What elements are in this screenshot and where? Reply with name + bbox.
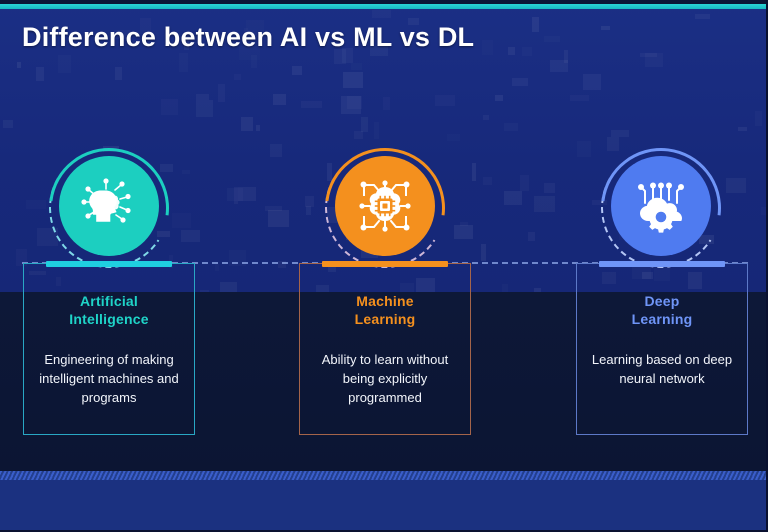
card-description: Ability to learn without being explicitl… — [321, 352, 449, 405]
top-dark-rule — [0, 0, 766, 4]
card-accent-bar — [599, 261, 725, 267]
card-title: Machine Learning — [306, 292, 464, 328]
page-title: Difference between AI vs ML vs DL — [22, 22, 475, 52]
card-title-line2: Learning — [354, 311, 416, 327]
footer-band — [0, 480, 766, 530]
card-title: Deep Learning — [583, 292, 741, 328]
footer-hatch-stripe — [0, 471, 766, 480]
card-title-line1: Deep — [644, 293, 680, 309]
background-lower — [0, 292, 766, 473]
chip-network-ml-icon — [335, 156, 435, 256]
card-deep-learning[interactable]: Deep Learning Learning based on deep neu… — [576, 261, 748, 435]
card-artificial-intelligence[interactable]: Artificial Intelligence Engineering of m… — [23, 261, 195, 435]
cloud-gear-neural-dl-icon — [611, 156, 711, 256]
card-accent-bar — [322, 261, 448, 267]
brain-head-ai-icon — [59, 156, 159, 256]
card-title-line1: Artificial — [79, 293, 138, 309]
card-title-line2: Learning — [631, 311, 693, 327]
icon-node-ai — [24, 123, 194, 293]
card-machine-learning[interactable]: Machine Learning Ability to learn withou… — [299, 261, 471, 435]
card-accent-bar — [46, 261, 172, 267]
card-title-line1: Machine — [356, 293, 414, 309]
icon-node-ml — [300, 123, 470, 293]
card-description: Learning based on deep neural network — [591, 352, 733, 386]
top-cyan-rule — [0, 4, 766, 9]
card-title-line2: Intelligence — [69, 311, 149, 327]
card-title: Artificial Intelligence — [30, 292, 188, 328]
icon-node-dl — [576, 123, 746, 293]
card-description: Engineering of making intelligent machin… — [39, 352, 179, 405]
